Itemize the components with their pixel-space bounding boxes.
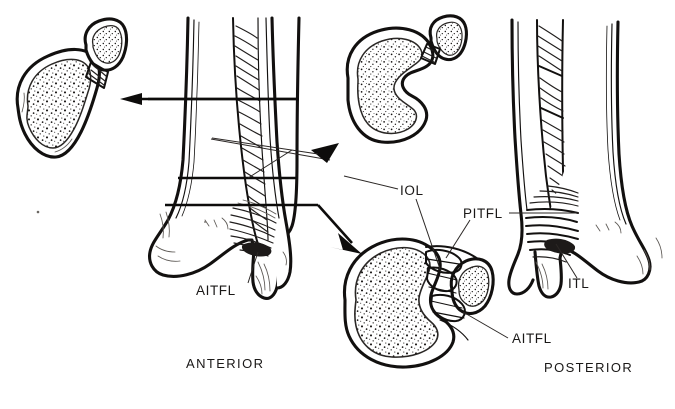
distal-iol-block <box>426 266 458 293</box>
proximal-iom-fibers <box>88 64 107 86</box>
anterior-medial-malleolus-marks <box>155 211 229 262</box>
section-line-proximal <box>120 93 299 105</box>
anterior-fibula-outline <box>270 16 293 290</box>
leader-pitfl-section <box>445 219 471 259</box>
distal-fibula-marrow <box>457 265 490 307</box>
leader-iol-upper <box>343 175 399 190</box>
mid-iom-fibers <box>421 46 439 63</box>
anterior-interosseous-membrane-fibers <box>234 25 269 233</box>
section-arrow-distal <box>330 233 362 254</box>
leader-aitfl-anterior <box>247 251 259 284</box>
distal-pitfl-block <box>425 248 463 274</box>
leader-itl <box>555 243 578 279</box>
distal-aitfl-block <box>430 293 466 323</box>
anterior-aitfl-insertion <box>241 242 272 257</box>
label-aitfl-section: AITFL <box>512 331 552 346</box>
cross-section-distal <box>342 237 495 369</box>
leader-aitfl-section <box>462 311 509 339</box>
caption-posterior: POSTERIOR <box>544 360 633 375</box>
distal-ligament-banding <box>426 258 465 319</box>
section-line-mid <box>178 137 339 180</box>
scan-artifact-speck <box>36 210 40 214</box>
posterior-pitfl-fibers <box>525 185 579 240</box>
mid-fibula-marrow <box>435 21 463 56</box>
cross-section-proximal <box>15 17 129 159</box>
anterior-lateral-malleolus-marks <box>255 251 287 295</box>
leader-iol-lower <box>415 198 442 273</box>
caption-anterior: ANTERIOR <box>186 356 264 371</box>
label-aitfl-anterior: AITFL <box>196 283 236 298</box>
section-arrow-mid <box>311 143 339 163</box>
label-pitfl: PITFL <box>463 206 503 221</box>
mid-interosseous-membrane <box>420 43 441 65</box>
proximal-fibula-marrow <box>91 25 123 64</box>
posterior-leg-view <box>507 18 663 299</box>
mid-tibia-marrow <box>356 37 423 135</box>
proximal-tibia-marrow <box>26 58 92 149</box>
label-itl: ITL <box>568 276 589 291</box>
distal-tibia-marrow <box>354 246 439 358</box>
anterior-leg-view <box>148 16 301 300</box>
posterior-malleoli-marks <box>535 221 663 290</box>
proximal-tibia-contour-marks <box>21 92 73 153</box>
cross-section-mid <box>345 14 468 144</box>
proximal-interosseous-membrane <box>85 61 109 89</box>
scan-artifact-speck <box>204 221 206 223</box>
section-line-distal <box>165 203 362 254</box>
anterior-iom-left-border <box>232 17 259 245</box>
label-iol: IOL <box>400 183 424 198</box>
posterior-itl-insertion <box>544 238 576 254</box>
section-arrow-proximal <box>120 93 142 105</box>
